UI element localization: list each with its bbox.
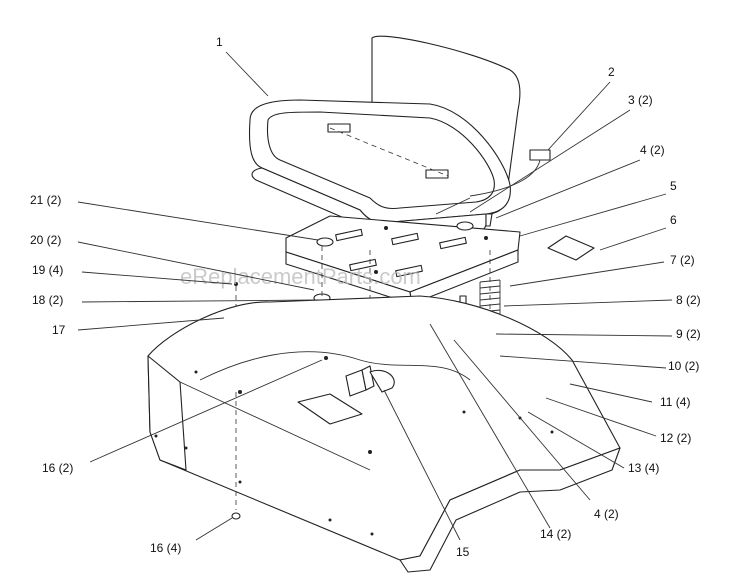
callout-12: 12 (2): [660, 431, 691, 445]
callout-4a: 4 (2): [640, 143, 665, 157]
callout-6: 6: [670, 213, 677, 227]
callout-21: 21 (2): [30, 193, 61, 207]
callout-10: 10 (2): [668, 359, 699, 373]
callout-15: 15: [456, 545, 470, 559]
callout-2: 2: [608, 65, 615, 79]
callout-labels: 1 2 3 (2) 4 (2) 5 6 7 (2) 8 (2) 9 (2) 10…: [30, 35, 701, 559]
callout-13: 13 (4): [628, 461, 659, 475]
fender-pan: [147, 295, 621, 573]
seat-plate: [285, 213, 521, 305]
callout-5: 5: [670, 179, 677, 193]
callout-3: 3 (2): [628, 93, 653, 107]
callout-7: 7 (2): [670, 253, 695, 267]
callout-20: 20 (2): [30, 233, 61, 247]
callout-4b: 4 (2): [594, 507, 619, 521]
callout-18: 18 (2): [32, 293, 63, 307]
callout-17: 17: [52, 323, 66, 337]
callout-16b: 16 (2): [42, 461, 73, 475]
callout-14: 14 (2): [540, 527, 571, 541]
callout-8: 8 (2): [676, 293, 701, 307]
decal: [547, 235, 595, 261]
seat-switch: [469, 149, 551, 197]
seat: [248, 35, 521, 237]
callout-16a: 16 (4): [150, 541, 181, 555]
callout-19: 19 (4): [32, 263, 63, 277]
watermark-text: eReplacementParts.com: [180, 264, 421, 289]
callout-9: 9 (2): [676, 327, 701, 341]
leader-lines: [77, 51, 673, 541]
callout-11: 11 (4): [660, 395, 690, 409]
callout-1: 1: [216, 35, 223, 49]
